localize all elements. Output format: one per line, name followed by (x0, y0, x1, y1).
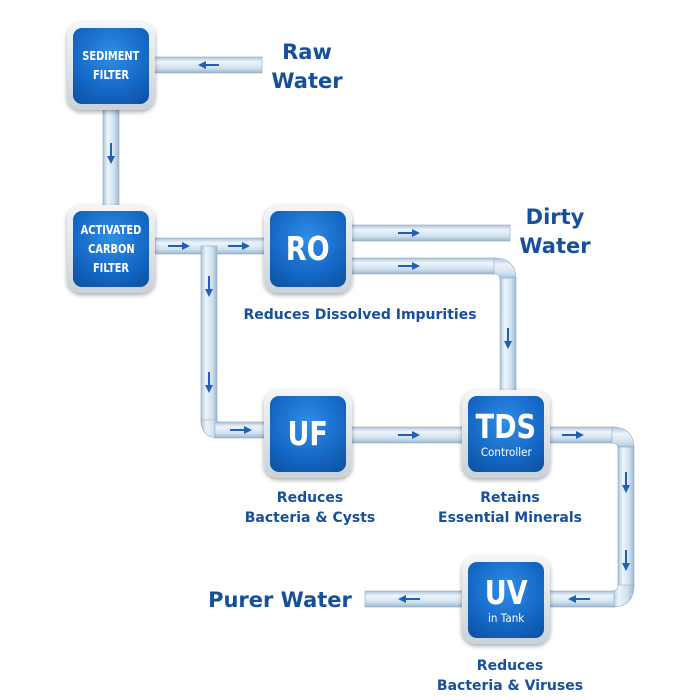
pipe-ro-dirty-outlet (349, 224, 511, 242)
tds-caption-line-1: Retains (480, 490, 540, 506)
tds-caption-line-2: Essential Minerals (438, 510, 582, 526)
uv-caption-line-2: Bacteria & Viruses (436, 678, 584, 694)
ro-title: RO (286, 229, 330, 268)
uf-caption-line-2: Bacteria & Cysts (244, 510, 376, 526)
uf-caption-line-1: Reduces (276, 490, 344, 506)
arrow-right-icon (230, 426, 252, 434)
arrow-right-icon (398, 229, 420, 237)
sediment-filter-face: SEDIMENT FILTER (73, 28, 149, 104)
flow-arrows (107, 61, 630, 603)
carbon-filter-label-line-2: CARBON (87, 241, 135, 256)
pipe-ro-pure-outlet (349, 257, 497, 275)
arrow-down-icon (622, 550, 630, 571)
arrow-left-icon (398, 595, 420, 603)
arrow-right-icon (398, 262, 420, 270)
raw-water-label: Raw Water (262, 38, 352, 96)
ro-box: RO (264, 205, 352, 293)
ro-face: RO (270, 211, 346, 287)
uf-caption: Reduces Bacteria & Cysts (220, 488, 400, 528)
uf-title: UF (287, 414, 329, 453)
pipe-branch-down (200, 245, 218, 423)
arrow-down-icon (205, 276, 213, 297)
ro-caption: Reduces Dissolved Impurities (243, 307, 477, 323)
arrow-down-icon (622, 472, 630, 493)
arrow-left-icon (568, 595, 590, 603)
uv-caption-line-1: Reduces (476, 658, 544, 674)
pipe-tds-elbow (611, 426, 635, 450)
arrow-right-icon (168, 242, 190, 250)
tds-subtitle: Controller (480, 445, 532, 459)
arrow-right-icon (562, 431, 584, 439)
tds-controller-box: TDS Controller (462, 390, 550, 478)
purer-water-label: Purer Water (208, 588, 352, 612)
uv-caption: Reduces Bacteria & Viruses (415, 656, 605, 696)
sediment-filter-label-line-2: FILTER (92, 68, 130, 82)
arrow-left-icon (198, 61, 219, 69)
arrow-down-icon (107, 143, 115, 164)
sediment-filter-box: SEDIMENT FILTER (67, 22, 155, 110)
carbon-filter-label-line-1: ACTIVATED (80, 222, 142, 237)
tds-caption: Retains Essential Minerals (420, 488, 600, 528)
arrow-right-icon (228, 242, 250, 250)
uf-face: UF (270, 396, 346, 472)
raw-water-line-2: Water (271, 69, 343, 93)
activated-carbon-filter-face: ACTIVATED CARBON FILTER (73, 211, 149, 287)
uv-subtitle: in Tank (487, 611, 525, 625)
uf-box: UF (264, 390, 352, 478)
sediment-filter-label-line-1: SEDIMENT (82, 49, 140, 63)
arrow-down-icon (504, 328, 512, 349)
uv-face: UV in Tank (468, 562, 544, 638)
dirty-water-line-2: Water (519, 234, 591, 258)
pipe-ro-elbow (493, 257, 517, 281)
raw-water-line-1: Raw (282, 40, 332, 64)
uv-title: UV (484, 573, 528, 612)
tds-title: TDS (475, 407, 537, 446)
dirty-water-label: Dirty Water (510, 203, 600, 261)
arrow-down-icon (205, 372, 213, 393)
arrow-right-icon (398, 431, 420, 439)
activated-carbon-filter-box: ACTIVATED CARBON FILTER (67, 205, 155, 293)
carbon-filter-label-line-3: FILTER (92, 260, 130, 275)
dirty-water-line-1: Dirty (525, 205, 585, 229)
uv-box: UV in Tank (462, 556, 550, 644)
tds-controller-face: TDS Controller (468, 396, 544, 472)
pipe-uv-elbow (611, 584, 635, 608)
